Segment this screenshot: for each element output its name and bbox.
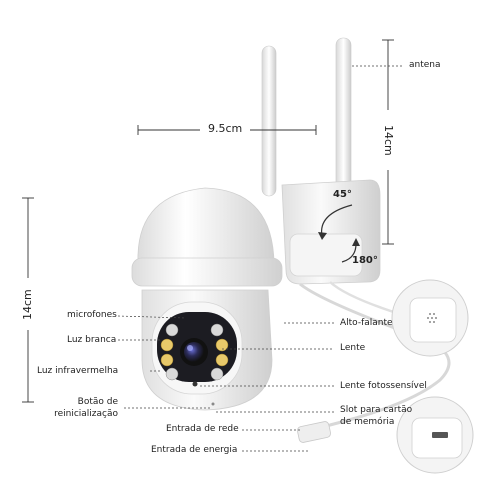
led-array: [160, 323, 229, 381]
height-dimension-right: [382, 39, 394, 245]
antenna-left: [261, 45, 277, 197]
width-label: 9.5cm: [208, 122, 243, 135]
antenna-right: [335, 37, 352, 199]
label-alto-falante: Alto-falante: [340, 318, 393, 328]
callout-lines: [117, 65, 404, 452]
label-lente: Lente: [340, 343, 366, 353]
main-lens: [180, 338, 208, 366]
width-dimension: [137, 125, 317, 135]
pan-arrow: [341, 238, 360, 263]
wall-mount: [281, 179, 381, 285]
height-dimension-left: [22, 197, 34, 403]
label-botao-line1: Botão de: [77, 397, 118, 407]
height-label-left: 14cm: [21, 289, 34, 320]
reset-hole: [211, 402, 215, 406]
speaker-inset: [391, 279, 469, 357]
pan-angle-label: 180°: [352, 255, 378, 266]
label-entrada-energia: Entrada de energia: [151, 445, 238, 455]
label-slot-line1: Slot para cartão: [340, 405, 413, 415]
label-microfones: microfones: [67, 310, 117, 320]
cables: [297, 281, 451, 443]
tilt-arrow: [318, 204, 353, 240]
label-botao-line2: reinicialização: [54, 409, 118, 419]
label-luz-branca: Luz branca: [67, 335, 117, 345]
height-label-right: 14cm: [382, 125, 395, 156]
label-antena: antena: [409, 60, 441, 70]
label-luz-infravermelha: Luz infravermelha: [37, 366, 119, 376]
label-entrada-rede: Entrada de rede: [166, 424, 239, 434]
label-slot-line2: de memória: [340, 417, 395, 427]
photosensor-dot: [192, 381, 198, 387]
tilt-angle-label: 45°: [333, 189, 352, 200]
sd-slot-inset: [396, 396, 474, 474]
camera-dome: [131, 187, 283, 287]
label-lente-fotossensivel: Lente fotossensível: [340, 381, 427, 391]
